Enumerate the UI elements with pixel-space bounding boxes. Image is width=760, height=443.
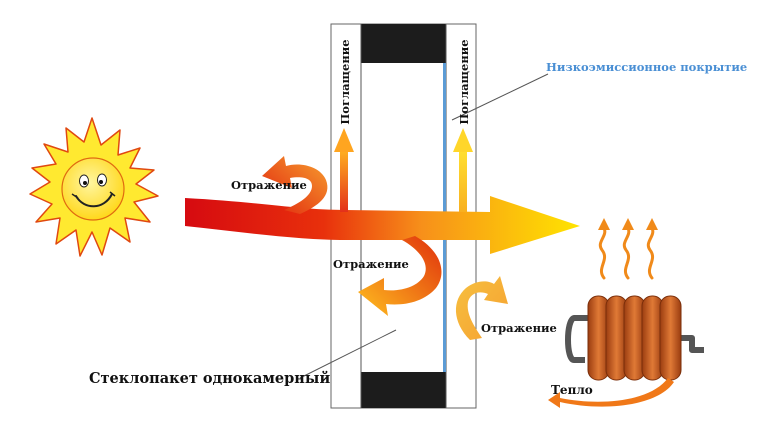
- reflection-label-middle: Отражение: [333, 257, 409, 271]
- coating-leader-line: [451, 73, 549, 121]
- absorption-label-right: Поглащение: [457, 39, 471, 124]
- glass-unit-label: Стеклопакет однокамерный: [89, 370, 330, 387]
- reflection-arrow-middle: [358, 236, 442, 316]
- radiator-icon: [565, 295, 704, 381]
- absorption-label-left: Поглащение: [338, 39, 352, 124]
- top-spacer: [361, 24, 446, 63]
- low-e-coating-label: Низкоэмиссионное покрытие: [546, 60, 747, 74]
- heat-label: Тепло: [551, 383, 593, 397]
- heat-wave-icon: [598, 218, 658, 280]
- glass-unit-leader-line: [299, 329, 397, 379]
- reflection-arrow-top: [262, 156, 328, 214]
- reflection-label-top: Отражение: [231, 178, 307, 192]
- smiling-sun-icon: [29, 117, 159, 257]
- reflection-label-bottom: Отражение: [481, 321, 557, 335]
- bottom-spacer: [361, 372, 446, 408]
- solar-beam-arrow: [185, 196, 580, 254]
- absorption-arrow-left: [334, 128, 354, 212]
- absorption-arrow-right: [453, 128, 473, 212]
- reflection-arrow-bottom: [455, 276, 508, 340]
- heat-arrow: [548, 378, 674, 408]
